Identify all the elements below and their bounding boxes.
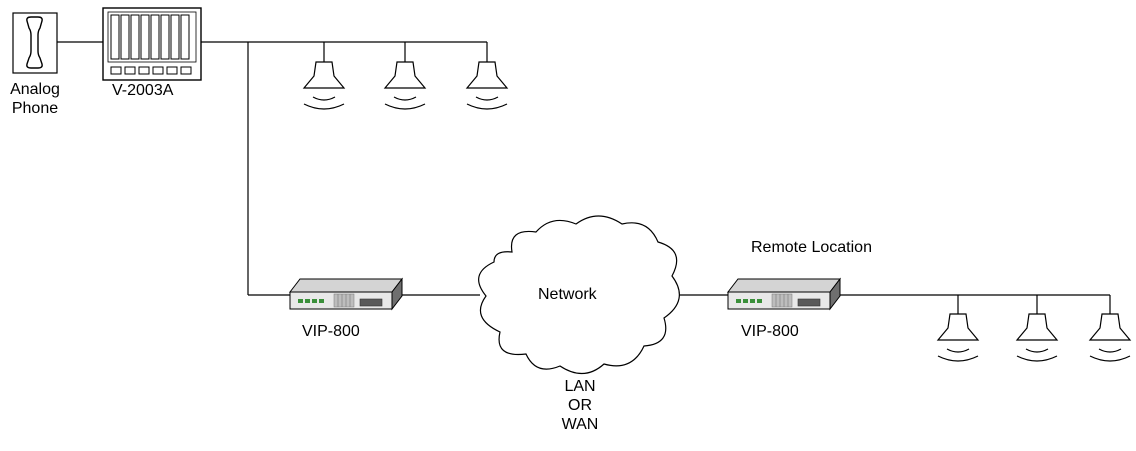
network-type-label: LAN OR WAN (550, 377, 610, 434)
remote-location-label: Remote Location (751, 239, 872, 256)
analog-phone-label: Analog Phone (0, 80, 70, 118)
vip-800-gateway-icon (289, 278, 403, 310)
analog-phone-label-line1: Analog (10, 81, 60, 98)
v-2003a-rack-icon (102, 7, 202, 81)
ceiling-speaker-icon (303, 61, 345, 110)
network-type-line2: OR (568, 397, 592, 414)
network-type-line1: LAN (564, 378, 596, 395)
vip-800-gateway-icon (727, 278, 841, 310)
ceiling-speaker-icon (466, 61, 508, 110)
ceiling-speaker-icon (1089, 313, 1131, 362)
controller-label: V-2003A (112, 82, 174, 99)
ceiling-speaker-icon (1016, 313, 1058, 362)
ceiling-speaker-icon (937, 313, 979, 362)
ceiling-speaker-icon (384, 61, 426, 110)
vip-left-label: VIP-800 (302, 323, 360, 340)
network-cloud-icon (478, 215, 680, 375)
network-type-line3: WAN (561, 416, 599, 433)
analog-phone-label-line2: Phone (11, 100, 59, 117)
wires (57, 41, 1111, 314)
vip-right-label: VIP-800 (741, 323, 799, 340)
analog-phone-icon (12, 12, 58, 74)
network-label: Network (538, 286, 597, 303)
